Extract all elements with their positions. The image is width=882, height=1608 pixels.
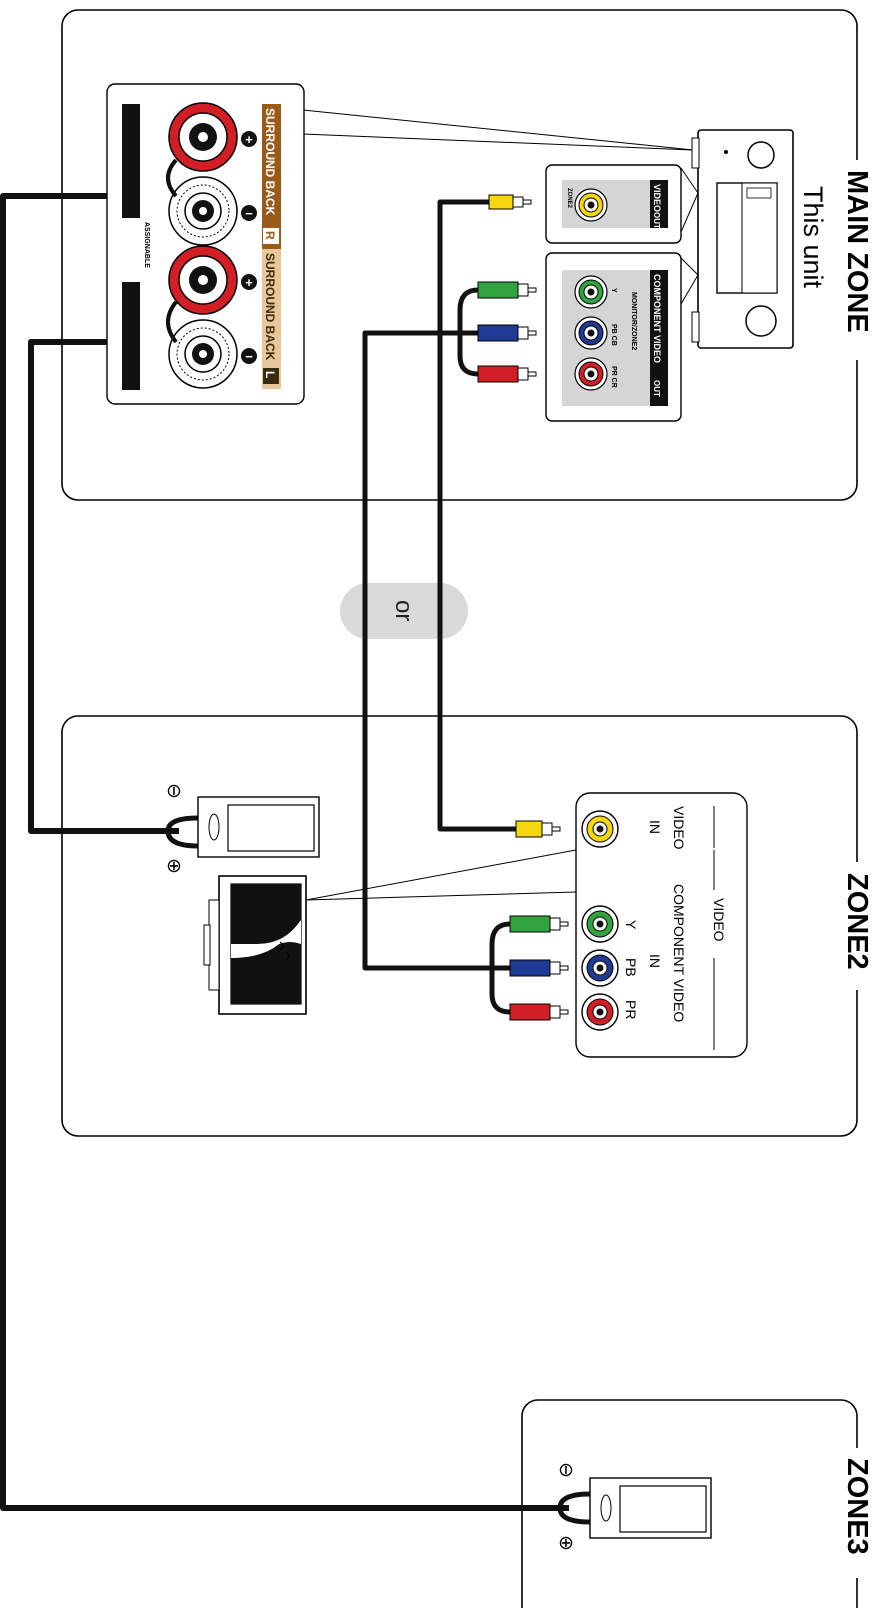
zone3-speaker-plus: ⊕ (555, 1535, 576, 1551)
component-out-pr-jack[interactable] (574, 357, 608, 391)
blue-plug-zone2 (509, 959, 569, 977)
minus-indicator-l (241, 348, 257, 364)
terminal-l-minus[interactable] (168, 319, 238, 389)
svg-text:OUT: OUT (652, 212, 661, 229)
or-label: or (390, 600, 417, 621)
zone2-speaker-cable (28, 339, 179, 834)
blue-plug-main (477, 324, 537, 342)
tv-component-in-label: IN (647, 954, 663, 968)
svg-text:PB CB: PB CB (610, 324, 617, 346)
main-zone-title: MAIN ZONE (841, 170, 873, 333)
zone3-speaker-minus: ⊖ (555, 1462, 576, 1478)
plus-indicator-r (241, 131, 257, 147)
svg-text:VIDEO: VIDEO (652, 184, 662, 212)
composite-video-cable (437, 199, 516, 832)
zone3-speaker-cable (0, 193, 569, 1511)
volume-knob (745, 305, 777, 337)
terminal-r-minus[interactable] (168, 176, 238, 246)
component-video-cable (362, 330, 495, 971)
tv-component-label: COMPONENT VIDEO (671, 884, 687, 1022)
red-plug-zone2 (509, 1003, 569, 1021)
tv-video-in-label: IN (647, 820, 663, 834)
svg-text:Y: Y (623, 920, 639, 930)
surround-back-r-badge: R (263, 231, 277, 240)
tv-component-pr-jack[interactable] (581, 993, 619, 1031)
green-plug-zone2 (509, 915, 569, 933)
assignable-label: ASSIGNABLE (143, 222, 150, 268)
video-out-panel: VIDEO OUT ZONE2 (545, 164, 699, 244)
speaker-cables (0, 193, 569, 1511)
tv-input-panel: VIDEO IN VIDEO COMPONENT VIDEO IN Y PB P… (305, 792, 748, 1058)
plus-indicator-l (241, 274, 257, 290)
zone2-speaker: ⊖ ⊕ (163, 783, 320, 874)
svg-text:PR: PR (623, 1000, 639, 1019)
red-plug-main (477, 365, 537, 383)
minus-indicator-r (241, 205, 257, 221)
video-cables (362, 199, 516, 1015)
component-out-y-jack[interactable] (574, 275, 608, 309)
tv-video-label: VIDEO (671, 806, 687, 850)
svg-text:−: − (245, 349, 253, 364)
green-plug-main (477, 281, 537, 299)
tv-video-component-heading: VIDEO (711, 898, 727, 942)
zone2-speaker-minus: ⊖ (163, 783, 184, 799)
power-knob (747, 141, 775, 169)
terminal-l-plus[interactable] (168, 245, 238, 315)
video-out-zone2-label: ZONE2 (566, 188, 572, 209)
svg-text:+: + (245, 275, 253, 290)
component-branch-zone2 (489, 921, 511, 1015)
svg-text:OUT: OUT (652, 380, 661, 397)
zone2-tv (203, 875, 307, 1015)
yellow-plug-main (488, 194, 532, 210)
surround-back-r-label: SURROUND BACK (263, 108, 277, 216)
zone3-speaker: ⊖ ⊕ (555, 1462, 712, 1551)
video-out-jack[interactable] (574, 188, 608, 222)
rca-plugs-zone2 (509, 820, 569, 1021)
tv-video-in-jack[interactable] (581, 810, 619, 848)
terminal-r-plus[interactable] (168, 102, 238, 172)
svg-text:COMPONENT VIDEO: COMPONENT VIDEO (652, 274, 662, 363)
zone2-speaker-plus: ⊕ (163, 858, 184, 874)
zone3-title: ZONE3 (841, 1458, 873, 1555)
speaker-terminal-panel: ASSIGNABLE SURROUND BACK R SURROUND BACK… (106, 83, 694, 405)
svg-text:PR CR: PR CR (610, 366, 617, 388)
rca-plugs-main (477, 194, 537, 383)
yellow-plug-zone2 (515, 820, 561, 838)
or-separator (340, 583, 468, 639)
surround-back-l-strip (262, 249, 281, 389)
component-out-panel: COMPONENT VIDEO OUT MONITOR/ZONE2 Y PB C… (545, 252, 699, 422)
svg-text:−: − (245, 206, 253, 221)
svg-text:Y: Y (610, 288, 617, 293)
svg-text:+: + (245, 132, 253, 147)
tv-component-y-jack[interactable] (581, 905, 619, 943)
surround-back-r-strip (262, 104, 281, 249)
main-unit-receiver (691, 129, 794, 349)
monitor-zone2-label: MONITOR/ZONE2 (630, 292, 637, 350)
zone2-title: ZONE2 (841, 873, 873, 970)
svg-text:PB: PB (623, 958, 639, 977)
component-out-pb-jack[interactable] (574, 316, 608, 350)
surround-back-l-label: SURROUND BACK (263, 253, 277, 361)
surround-back-l-badge: L (263, 371, 277, 378)
tv-component-pb-jack[interactable] (581, 949, 619, 987)
main-zone-subtitle: This unit (798, 186, 828, 289)
